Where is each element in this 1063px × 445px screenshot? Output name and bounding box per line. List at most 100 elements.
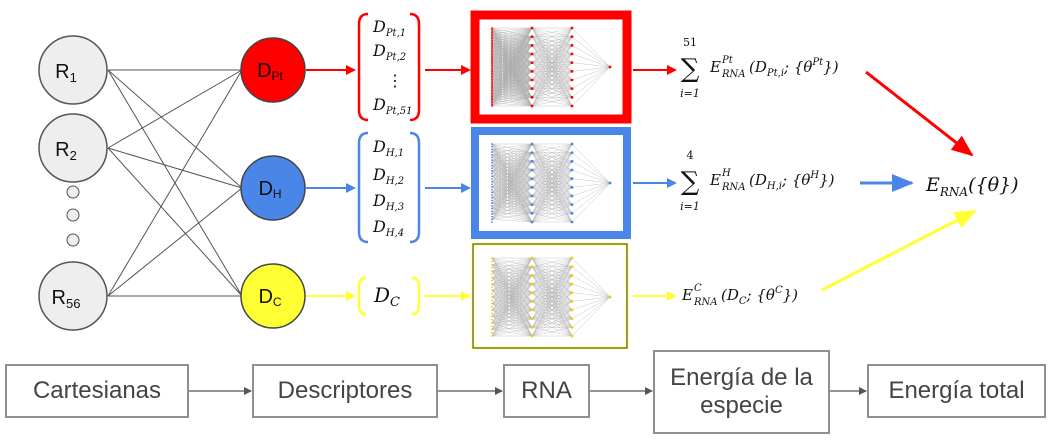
network-neuron <box>491 86 493 89</box>
network-neuron <box>570 194 574 198</box>
input-node-r1: R1 <box>38 35 108 105</box>
network-neuron <box>491 27 493 29</box>
energy-pt-param-sup: Pt <box>811 57 824 68</box>
network-neuron <box>491 55 493 57</box>
svg-text:R2: R2 <box>55 139 77 163</box>
network-neuron <box>491 156 493 159</box>
energy-c-close: }) <box>783 286 799 304</box>
network-neuron <box>491 73 493 76</box>
desc-h-1-sub: H,1 <box>385 148 404 159</box>
desc-h-4-base: D <box>372 217 386 236</box>
species-node-h-base: D <box>258 178 272 200</box>
svg-text:R1: R1 <box>55 61 77 85</box>
network-neuron <box>491 83 493 86</box>
energy-pt-close: }) <box>823 58 839 76</box>
network-neuron <box>530 220 534 224</box>
total-energy: ERNA({θ}) <box>925 174 1019 199</box>
network-neuron <box>491 53 493 56</box>
svg-text:DH,3: DH,3 <box>372 191 404 213</box>
energy-c-arg: (D <box>721 286 739 304</box>
network-neuron <box>570 185 574 189</box>
flow-step-energia-especie: Energía de la especie <box>653 350 830 434</box>
network-neuron <box>491 175 493 178</box>
energy-c-arg-sub: C <box>739 296 747 307</box>
input-node-r2-sub: 2 <box>70 148 77 163</box>
network-neuron <box>491 62 493 65</box>
network-neuron <box>491 77 493 79</box>
network-neuron <box>491 325 493 328</box>
network-neuron <box>608 65 612 69</box>
descriptor-group-pt: DPt,1 DPt,2 ⋮ DPt,51 <box>357 12 421 122</box>
network-neuron <box>530 308 534 312</box>
input-species-connections <box>107 69 243 297</box>
network-neuron <box>491 331 493 334</box>
network-neuron <box>491 279 493 282</box>
network-neuron <box>491 178 493 180</box>
network-neuron <box>530 194 534 198</box>
network-neuron <box>570 78 574 82</box>
network-neuron <box>491 98 493 101</box>
network-neuron <box>530 61 534 65</box>
network-neuron <box>491 266 493 269</box>
energy-pt-arg: (D <box>749 58 767 76</box>
network-neuron <box>491 164 493 167</box>
desc-pt-2-sub: Pt,2 <box>385 52 406 63</box>
network-neuron <box>491 28 493 31</box>
energy-formula-h: 4 ∑ i=1 E H RNA (DH,i; {θH}) <box>680 149 835 213</box>
network-neuron <box>491 202 493 205</box>
network-neuron <box>491 100 493 103</box>
network-neuron <box>491 188 493 191</box>
network-neuron <box>491 196 493 199</box>
network-neuron <box>491 273 493 276</box>
network-neuron <box>530 265 534 269</box>
network-neuron <box>491 103 493 106</box>
network-neuron <box>570 203 574 207</box>
network-neuron <box>530 211 534 215</box>
svg-text:(DPt,i; {θPt}): (DPt,i; {θPt}) <box>749 57 839 79</box>
desc-h-4-sub: H,4 <box>385 228 404 239</box>
network-neuron <box>491 276 493 279</box>
network-neuron <box>570 317 574 321</box>
network-neuron <box>530 299 534 303</box>
network-neuron <box>530 159 534 163</box>
network-neuron <box>491 47 493 50</box>
network-neuron <box>491 148 493 151</box>
network-neuron <box>570 256 574 260</box>
network-neuron <box>570 35 574 39</box>
svg-text:(DC; {θC}): (DC; {θC}) <box>721 285 798 307</box>
network-neuron <box>491 172 493 175</box>
desc-pt-dots: ⋮ <box>387 71 403 90</box>
network-neuron <box>491 210 493 213</box>
net-c-edges <box>491 257 611 337</box>
svg-text:DC: DC <box>258 286 281 309</box>
network-neuron <box>491 167 493 170</box>
network-neuron <box>491 69 493 72</box>
input-node-r56: R56 <box>38 261 108 331</box>
network-neuron <box>530 282 534 286</box>
energy-c-param-sup: C <box>775 285 783 296</box>
energy-formula-c: E C RNA (DC; {θC}) <box>681 283 798 308</box>
desc-c-sub: C <box>390 295 400 310</box>
network-neuron <box>530 104 534 108</box>
species-node-c-base: D <box>258 286 272 308</box>
network-neuron <box>491 41 493 43</box>
svg-text:R56: R56 <box>52 287 81 311</box>
network-neuron <box>491 161 493 164</box>
network-neuron <box>491 78 493 81</box>
network-neuron <box>570 26 574 30</box>
network-neuron <box>491 67 493 70</box>
network-neuron <box>570 299 574 303</box>
svg-text:DH: DH <box>258 178 281 201</box>
network-neuron <box>570 291 574 295</box>
svg-text:DH,2: DH,2 <box>372 165 404 187</box>
energy-pt-upper: 51 <box>683 36 697 49</box>
desc-h-3-base: D <box>372 191 386 210</box>
network-neuron <box>491 186 493 188</box>
network-neuron <box>491 309 493 311</box>
network-neuron <box>570 159 574 163</box>
network-neuron <box>530 151 534 155</box>
network-neuron <box>491 305 493 308</box>
network-neuron <box>491 45 493 48</box>
network-neuron <box>608 181 612 185</box>
flow-step-descriptores: Descriptores <box>252 364 438 418</box>
